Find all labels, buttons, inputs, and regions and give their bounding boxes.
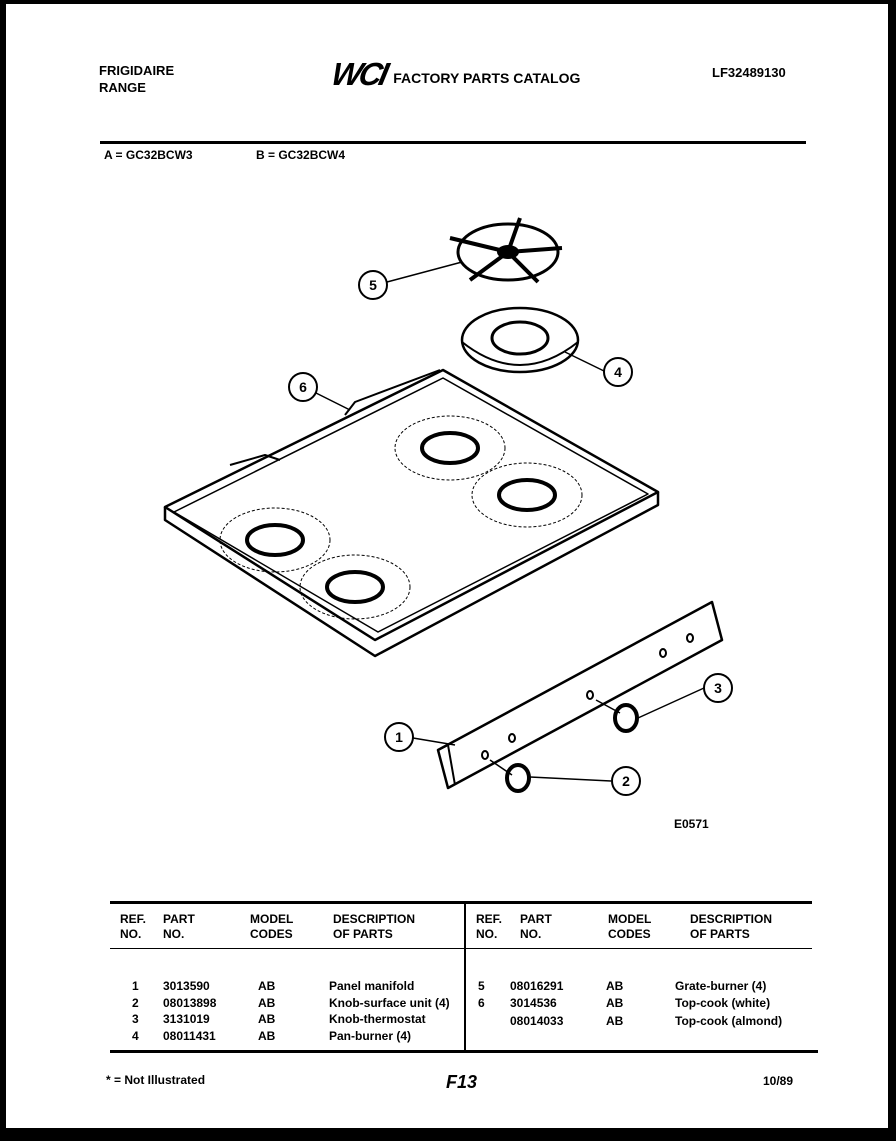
- cell-codes: AB: [606, 996, 624, 1010]
- callout-2-label: 2: [622, 773, 630, 789]
- callout-3: [703, 673, 733, 703]
- callout-6: [288, 372, 318, 402]
- callout-5-label: 5: [369, 277, 377, 293]
- thermostat-knob-part: [595, 699, 639, 733]
- cell-codes: AB: [606, 1014, 624, 1028]
- table-header-rule: [110, 948, 812, 949]
- cell-part: 3013590: [163, 979, 210, 993]
- callout-3-label: 3: [714, 680, 722, 696]
- header-ref-no: REF.NO.: [120, 912, 147, 941]
- manifold-panel-part: [436, 600, 724, 790]
- catalog-number: LF32489130: [712, 65, 786, 80]
- callout-4-label: 4: [614, 364, 622, 380]
- model-a: A = GC32BCW3: [104, 148, 193, 162]
- cell-part: 3014536: [510, 996, 557, 1010]
- cell-codes: AB: [258, 1012, 276, 1026]
- cell-codes: AB: [258, 996, 276, 1010]
- brand-block: FRIGIDAIRE RANGE: [99, 62, 174, 96]
- cell-ref: 4: [132, 1029, 139, 1043]
- page-number: F13: [446, 1072, 478, 1092]
- logo-block: WCI FACTORY PARTS CATALOG: [328, 56, 581, 93]
- cell-desc: Knob-surface unit (4): [329, 996, 450, 1010]
- cooktop-part: [163, 368, 660, 658]
- model-b: B = GC32BCW4: [256, 148, 346, 162]
- callout-1-label: 1: [395, 729, 403, 745]
- cell-desc: Grate-burner (4): [675, 979, 767, 993]
- table-top-rule: [110, 901, 812, 904]
- not-illustrated-note: * = Not Illustrated: [106, 1073, 206, 1087]
- cell-codes: AB: [258, 979, 276, 993]
- cell-ref: 6: [478, 996, 485, 1010]
- cell-ref: 2: [132, 996, 139, 1010]
- cell-part: 08016291: [510, 979, 564, 993]
- catalog-date: 10/89: [763, 1074, 794, 1088]
- catalog-sheet: [6, 4, 888, 1128]
- cell-part: 08011431: [163, 1029, 216, 1043]
- surface-knob-part: [489, 759, 531, 793]
- callout-5: [358, 270, 388, 300]
- figure-code: E0571: [674, 817, 709, 831]
- cell-part: 08014033: [510, 1014, 564, 1028]
- burner-grate-part: [449, 217, 563, 284]
- callout-6-label: 6: [299, 379, 307, 395]
- callout-4: [603, 357, 633, 387]
- brand-name: FRIGIDAIRE: [99, 63, 175, 78]
- callout-1: [384, 722, 414, 752]
- cell-part: 3131019: [163, 1012, 210, 1026]
- cell-codes: AB: [606, 979, 624, 993]
- cell-part: 08013898: [163, 996, 217, 1010]
- cell-desc: Top-cook (white): [675, 996, 771, 1010]
- cell-desc: Top-cook (almond): [675, 1014, 783, 1028]
- cell-codes: AB: [258, 1029, 276, 1043]
- table-divider: [464, 904, 466, 1050]
- cell-desc: Knob-thermostat: [329, 1012, 426, 1026]
- product-type: RANGE: [99, 80, 146, 95]
- cell-desc: Pan-burner (4): [329, 1029, 412, 1043]
- header-rule: [100, 141, 806, 144]
- cell-desc: Panel manifold: [329, 979, 415, 993]
- cell-ref: 1: [132, 979, 139, 993]
- header-ref-no-right: REF.NO.: [476, 912, 503, 941]
- table-bottom-rule: [110, 1050, 818, 1053]
- burner-pan-part: [460, 306, 580, 374]
- cell-ref: 3: [132, 1012, 139, 1026]
- catalog-title: FACTORY PARTS CATALOG: [393, 69, 581, 86]
- cell-ref: 5: [478, 979, 485, 993]
- callout-2: [611, 766, 641, 796]
